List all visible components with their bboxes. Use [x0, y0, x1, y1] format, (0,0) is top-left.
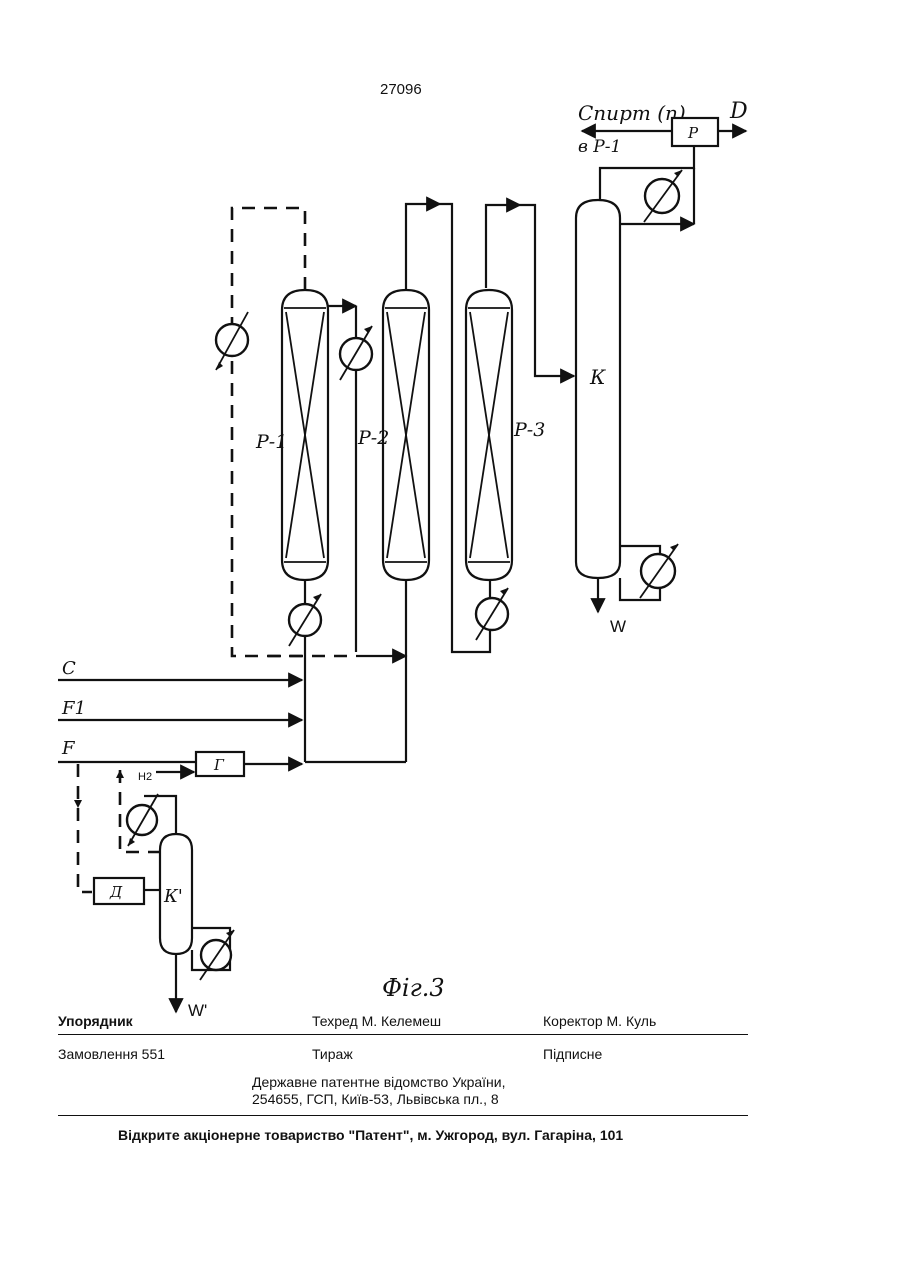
reactor-p1: [282, 290, 328, 580]
f-to-dryer-dashed: [78, 764, 92, 892]
heater-g-label: Г: [213, 756, 225, 774]
hydrogen-label: H2: [138, 771, 152, 783]
publisher: Відкрите акціонерне товариство "Патент",…: [118, 1127, 623, 1143]
product-label: Спирт (п): [578, 101, 686, 125]
column-k-prime-label: К': [163, 886, 183, 907]
footer-rule-1: [58, 1034, 748, 1035]
reactor-p3: [466, 290, 512, 580]
tech-editor: Техред М. Келемеш: [312, 1013, 441, 1029]
feed-f1-label: F1: [61, 698, 86, 719]
distillate-label: D: [729, 99, 748, 124]
feed-c-label: C: [62, 658, 76, 679]
reactor-p3-label: Р-3: [513, 419, 545, 441]
dryer-d-label: Д: [109, 883, 123, 901]
corrector: Коректор М. Куль: [543, 1013, 656, 1029]
feed-to-k-line: [486, 205, 520, 288]
condenser-k-icon: [644, 170, 682, 222]
vessel-p-label: Р: [687, 124, 699, 142]
compiler: Упорядник: [58, 1013, 133, 1029]
column-k-label: К: [589, 365, 606, 389]
bottoms-w-prime-label: W': [188, 1001, 207, 1020]
to-p1-label: в Р-1: [578, 137, 621, 157]
order: Замовлення 551: [58, 1046, 165, 1062]
page-number: 27096: [380, 81, 422, 98]
bottoms-w-label: W: [610, 617, 626, 636]
footer-rule-2: [58, 1115, 748, 1116]
circulation: Тираж: [312, 1046, 353, 1062]
column-k: [576, 200, 620, 578]
reactor-p2-label: Р-2: [357, 427, 389, 449]
r3-to-k-line: [520, 205, 574, 376]
reactor-p1-label: Р-1: [255, 431, 287, 453]
feed-f-label: F: [61, 738, 76, 759]
office-line-2: 254655, ГСП, Київ-53, Львівська пл., 8: [252, 1091, 499, 1107]
f-dryer-arrow: [74, 800, 82, 808]
reboiler-k-prime-icon: [200, 930, 234, 980]
k-prime-up-arrow: [116, 770, 124, 778]
office-line-1: Державне патентне відомство України,: [252, 1074, 506, 1090]
reactor-p2: [383, 290, 429, 580]
condenser-k-prime-icon: [127, 794, 158, 846]
subscription: Підписне: [543, 1046, 602, 1062]
heat-exchanger-p3-icon: [476, 588, 508, 640]
p2-to-p3-line: [406, 204, 440, 290]
figure-caption: Фіг.3: [382, 974, 445, 1002]
